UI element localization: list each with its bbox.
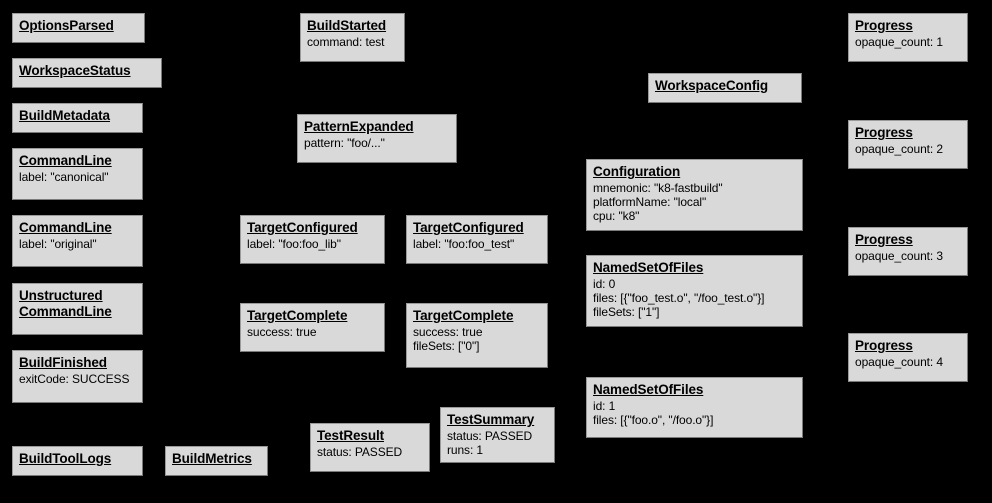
node-field: fileSets: ["1"] bbox=[593, 305, 660, 320]
node-unstructured-command-line[interactable]: Unstructured CommandLine bbox=[12, 283, 143, 335]
node-title: Progress bbox=[855, 18, 913, 33]
node-fields: label: "canonical" bbox=[19, 170, 136, 184]
node-title: NamedSetOfFiles bbox=[593, 260, 704, 275]
node-title: BuildStarted bbox=[307, 18, 387, 33]
node-title: Progress bbox=[855, 232, 913, 247]
node-field: command: test bbox=[307, 34, 385, 49]
node-title: TestResult bbox=[317, 428, 385, 443]
node-field: status: PASSED bbox=[317, 444, 403, 459]
node-field: fileSets: ["0"] bbox=[413, 339, 480, 354]
node-build-metrics[interactable]: BuildMetrics bbox=[165, 446, 268, 476]
node-options-parsed[interactable]: OptionsParsed bbox=[12, 13, 145, 43]
node-field: mnemonic: "k8-fastbuild" bbox=[593, 180, 723, 195]
node-fields: label: "foo:foo_test" bbox=[413, 237, 541, 251]
node-fields: opaque_count: 4 bbox=[855, 355, 961, 369]
node-fields: opaque_count: 2 bbox=[855, 142, 961, 156]
node-fields: mnemonic: "k8-fastbuild"platformName: "l… bbox=[593, 181, 796, 223]
node-workspace-config[interactable]: WorkspaceConfig bbox=[648, 73, 802, 103]
node-title: TestSummary bbox=[447, 412, 535, 427]
node-title: TargetComplete bbox=[413, 308, 514, 323]
node-fields: label: "original" bbox=[19, 237, 136, 251]
node-field: opaque_count: 3 bbox=[855, 248, 943, 263]
node-field: opaque_count: 2 bbox=[855, 141, 943, 156]
node-field: label: "original" bbox=[19, 236, 97, 251]
node-fields: command: test bbox=[307, 35, 398, 49]
node-field: success: true bbox=[413, 324, 483, 339]
node-fields: label: "foo:foo_lib" bbox=[247, 237, 378, 251]
node-title: TargetConfigured bbox=[413, 220, 524, 235]
node-field: label: "foo:foo_lib" bbox=[247, 236, 341, 251]
node-field: runs: 1 bbox=[447, 443, 483, 458]
node-field: label: "foo:foo_test" bbox=[413, 236, 515, 251]
node-field: files: [{"foo.o", "/foo.o"}] bbox=[593, 413, 714, 428]
node-fields: pattern: "foo/..." bbox=[304, 136, 450, 150]
node-field: opaque_count: 1 bbox=[855, 34, 943, 49]
node-field: id: 1 bbox=[593, 398, 616, 413]
node-field: id: 0 bbox=[593, 276, 616, 291]
node-fields: opaque_count: 1 bbox=[855, 35, 961, 49]
node-title: PatternExpanded bbox=[304, 119, 414, 134]
node-title: BuildToolLogs bbox=[19, 451, 112, 466]
node-workspace-status[interactable]: WorkspaceStatus bbox=[12, 58, 162, 88]
node-field: opaque_count: 4 bbox=[855, 354, 943, 369]
node-title: OptionsParsed bbox=[19, 18, 114, 33]
node-title: CommandLine bbox=[19, 153, 112, 168]
node-field: cpu: "k8" bbox=[593, 209, 640, 224]
node-title: BuildMetrics bbox=[172, 451, 252, 466]
node-title: BuildMetadata bbox=[19, 108, 110, 123]
node-field: success: true bbox=[247, 324, 317, 339]
node-field: platformName: "local" bbox=[593, 195, 707, 210]
node-title: Progress bbox=[855, 125, 913, 140]
node-title: WorkspaceConfig bbox=[655, 78, 769, 93]
node-field: pattern: "foo/..." bbox=[304, 135, 385, 150]
node-fields: exitCode: SUCCESS bbox=[19, 372, 136, 386]
node-title: TargetConfigured bbox=[247, 220, 358, 235]
node-fields: status: PASSED bbox=[317, 445, 423, 459]
node-title: WorkspaceStatus bbox=[19, 63, 131, 78]
node-title: NamedSetOfFiles bbox=[593, 382, 704, 397]
node-build-metadata[interactable]: BuildMetadata bbox=[12, 103, 143, 133]
node-title: Progress bbox=[855, 338, 913, 353]
node-title: Unstructured CommandLine bbox=[19, 288, 112, 319]
node-field: status: PASSED bbox=[447, 428, 533, 443]
node-title: CommandLine bbox=[19, 220, 112, 235]
node-field: label: "canonical" bbox=[19, 169, 109, 184]
node-build-tool-logs[interactable]: BuildToolLogs bbox=[12, 446, 143, 476]
node-field: exitCode: SUCCESS bbox=[19, 371, 130, 386]
node-title: TargetComplete bbox=[247, 308, 348, 323]
node-title: BuildFinished bbox=[19, 355, 107, 370]
node-title: Configuration bbox=[593, 164, 681, 179]
node-fields: success: true bbox=[247, 325, 378, 339]
node-fields: opaque_count: 3 bbox=[855, 249, 961, 263]
node-field: files: [{"foo_test.o", "/foo_test.o"}] bbox=[593, 291, 765, 306]
